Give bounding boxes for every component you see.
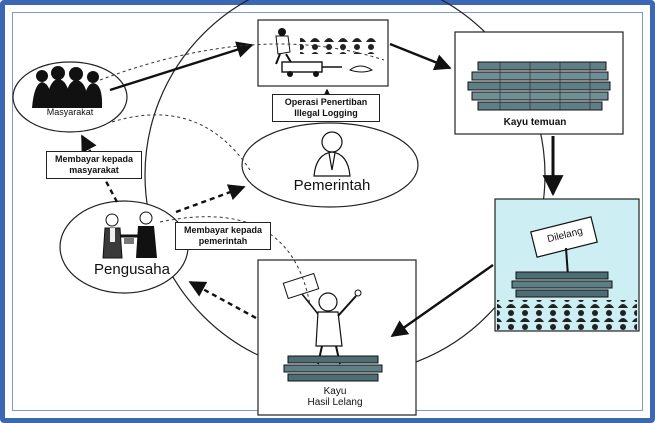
operasi-label-box: Operasi Penertiban Illegal Logging [272, 94, 380, 122]
crowd-figures [32, 66, 103, 108]
auction-winner-scene [282, 272, 383, 382]
kayu-hasil-label: Kayu Hasil Lelang [290, 386, 380, 408]
bayar-masyarakat-line2: masyarakat [69, 164, 119, 175]
auction-scene [497, 216, 637, 330]
businessmen-figures [102, 211, 157, 259]
pemerintah-label: Pemerintah [293, 177, 371, 194]
masyarakat-label: Masyarakat [46, 107, 94, 117]
operasi-line2: Illegal Logging [294, 107, 358, 118]
operasi-scene [275, 28, 380, 77]
pengusaha-label: Pengusaha [94, 261, 170, 278]
kayu-temuan-label: Kayu temuan [503, 117, 567, 128]
dotted-arc-left [111, 114, 251, 171]
arrow-masyarakat-to-operasi [109, 41, 254, 92]
arrow-hasil-to-pengusaha [188, 280, 257, 320]
operasi-line1: Operasi Penertiban [284, 97, 368, 107]
arrow-dilelang-to-hasil [390, 264, 494, 337]
kayu-hasil-line1: Kayu [323, 386, 347, 397]
bayar-pemerintah-line1: Membayar kepada [183, 225, 263, 235]
arrow-pengusaha-to-pemerintah [175, 184, 246, 214]
bayar-pemerintah-line2: pemerintah [198, 235, 248, 246]
dotted-arc-top [99, 43, 385, 81]
timber-stack-temuan [467, 61, 611, 111]
pengusaha-ellipse [59, 200, 189, 294]
bayar-pemerintah-box: Membayar kepada pemerintah [175, 222, 271, 250]
kayu-hasil-line2: Hasil Lelang [307, 397, 363, 408]
official-figure [313, 131, 351, 177]
arrow-operasi-to-temuan [389, 42, 452, 71]
bayar-masyarakat-line1: Membayar kepada [54, 154, 134, 164]
bayar-masyarakat-box: Membayar kepada masyarakat [46, 151, 142, 179]
